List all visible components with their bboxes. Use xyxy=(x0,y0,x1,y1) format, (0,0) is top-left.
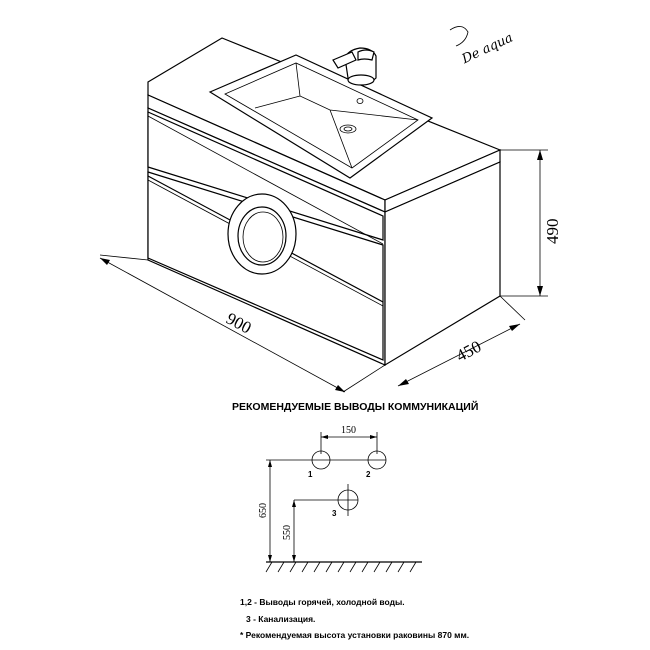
vanity-cabinet xyxy=(147,37,502,367)
floor-hatching xyxy=(265,561,417,573)
dim-height-drain: 550 xyxy=(282,525,293,540)
logo-text: De aqua xyxy=(459,30,516,67)
plumbing-title: РЕКОМЕНДУЕМЫЕ ВЫВОДЫ КОММУНИКАЦИЙ xyxy=(232,400,478,413)
upper-drawer xyxy=(147,111,384,241)
basin-rim xyxy=(208,54,434,179)
dim-width: 900 xyxy=(223,309,254,338)
dim-height: 490 xyxy=(543,219,562,245)
round-handle-ring xyxy=(242,211,284,263)
outlet-1-label: 1 xyxy=(308,470,313,479)
dim-spacing: 150 xyxy=(341,425,356,436)
overflow-hole xyxy=(356,98,364,104)
faucet xyxy=(332,47,377,86)
basin-slope xyxy=(254,62,419,169)
note-water: 1,2 - Выводы горячей, холодной воды. xyxy=(240,597,405,607)
round-handle-inner xyxy=(237,206,287,266)
plumbing-scheme: 150 1 2 3 650 550 xyxy=(258,425,422,573)
drawer-gap-3 xyxy=(147,115,384,245)
outlet-3-label: 3 xyxy=(332,509,337,518)
basin-drain xyxy=(339,124,357,134)
dim-height-total: 650 xyxy=(258,503,269,518)
basin-drain-inner xyxy=(343,126,353,132)
note-drain: 3 - Канализация. xyxy=(246,614,315,624)
dim-depth: 450 xyxy=(453,337,484,366)
logo-swoosh xyxy=(449,26,469,47)
outlet-2-label: 2 xyxy=(366,470,371,479)
note-height: * Рекомендуемая высота установки раковин… xyxy=(240,630,469,640)
brand-logo: De aqua xyxy=(459,30,516,67)
